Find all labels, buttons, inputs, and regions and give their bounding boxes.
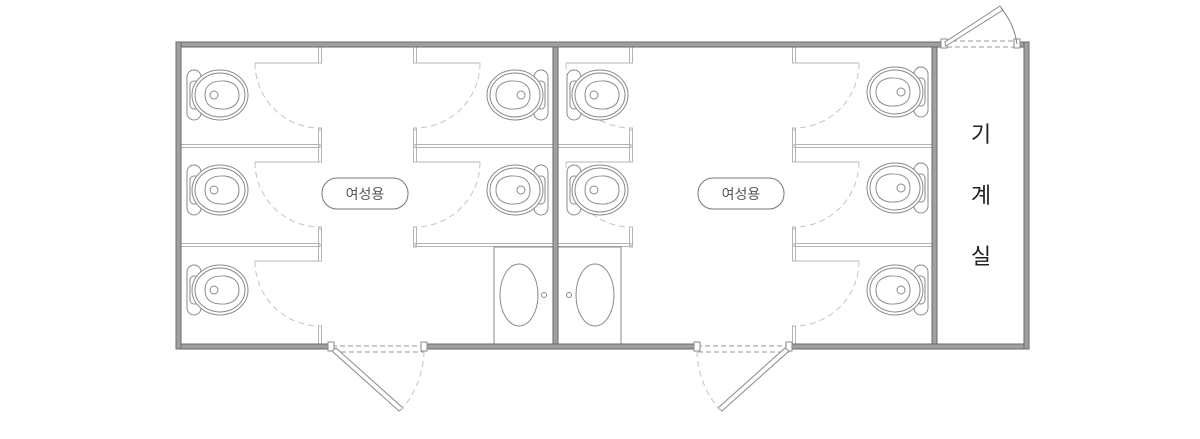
- toilet-seat: [875, 275, 911, 305]
- door-swing-arc: [254, 260, 321, 327]
- toilet-seat: [204, 275, 240, 305]
- toilet-drain: [516, 90, 526, 100]
- machine-room-label-1: 기: [971, 123, 991, 148]
- toilet-icon: [866, 162, 929, 214]
- entrance-door-left[interactable]: [327, 341, 428, 412]
- toilet-drain: [209, 90, 219, 100]
- toilet-seat: [584, 175, 620, 205]
- bottom-wall-middle: [423, 343, 698, 350]
- stall-partition: [557, 243, 632, 247]
- stall-partition: [414, 243, 554, 247]
- toilet-drain: [209, 285, 219, 295]
- toilet-icon: [566, 69, 629, 121]
- entrance-doors: [327, 5, 1021, 412]
- machine-room-label-2: 계: [971, 184, 991, 209]
- stall-partition: [414, 144, 554, 148]
- room-label-badge: [697, 177, 785, 210]
- stall-partitions: [180, 46, 933, 345]
- stall-partition: [793, 144, 933, 148]
- toilet-icon: [866, 264, 929, 316]
- top-wall: [175, 41, 945, 48]
- room-label-left: 여성용: [346, 187, 385, 203]
- toilet-drain: [896, 285, 906, 295]
- door-swing-arc: [414, 161, 481, 228]
- faucet-right: [566, 292, 572, 298]
- toilet-icon: [486, 164, 549, 216]
- stall-front-panel: [413, 46, 417, 64]
- toilet-seat: [584, 80, 620, 110]
- toilet-seat: [204, 80, 240, 110]
- stall-column: [792, 46, 933, 345]
- left-wall: [175, 41, 182, 350]
- toilet-seat: [495, 80, 531, 110]
- toilet-drain: [589, 185, 599, 195]
- door-swing-arc: [793, 62, 860, 129]
- washbasin-right: [575, 263, 615, 327]
- bottom-wall-left: [175, 343, 333, 350]
- stall-partition: [180, 144, 321, 148]
- toilet-icon: [866, 66, 929, 118]
- faucet-left: [541, 292, 547, 298]
- machine-room-door[interactable]: [940, 5, 1021, 49]
- door-swing-arc: [254, 62, 321, 129]
- toilet-seat: [204, 175, 240, 205]
- toilet-icon: [486, 69, 549, 121]
- room-label-right: 여성용: [722, 187, 761, 203]
- toilet-drain: [516, 185, 526, 195]
- toilet-drain: [896, 87, 906, 97]
- door-swing-arc: [414, 62, 481, 129]
- stall-front-panel: [318, 46, 322, 64]
- toilet-drain: [589, 90, 599, 100]
- stall-front-panel: [318, 325, 322, 345]
- washbasin-left: [499, 263, 539, 327]
- toilet-icon: [566, 164, 629, 216]
- center-wall: [552, 46, 559, 345]
- right-wall: [1023, 41, 1030, 350]
- door-swing-arc: [254, 161, 321, 228]
- toilet-drain: [209, 185, 219, 195]
- machine-room-wall: [931, 46, 938, 345]
- bottom-wall-right: [788, 343, 1030, 350]
- labels: 여성용 여성용 기 계 실: [321, 123, 991, 270]
- toilet-icon: [186, 264, 249, 316]
- stall-partition: [557, 144, 632, 148]
- toilet-seat: [875, 77, 911, 107]
- stall-front-panel: [629, 46, 633, 64]
- room-label-badge: [321, 177, 409, 210]
- door-swing-arc: [793, 161, 860, 228]
- machine-room-label-3: 실: [971, 245, 991, 270]
- entrance-door-right[interactable]: [693, 341, 793, 412]
- stall-partition: [180, 243, 321, 247]
- toilet-icon: [186, 69, 249, 121]
- stall-front-panel: [792, 46, 796, 64]
- toilet-seat: [875, 173, 911, 203]
- stall-front-panel: [792, 325, 796, 345]
- toilet-drain: [896, 183, 906, 193]
- toilet-seat: [495, 175, 531, 205]
- toilet-icon: [186, 164, 249, 216]
- door-swing-arc: [793, 260, 860, 327]
- stall-partition: [793, 243, 933, 247]
